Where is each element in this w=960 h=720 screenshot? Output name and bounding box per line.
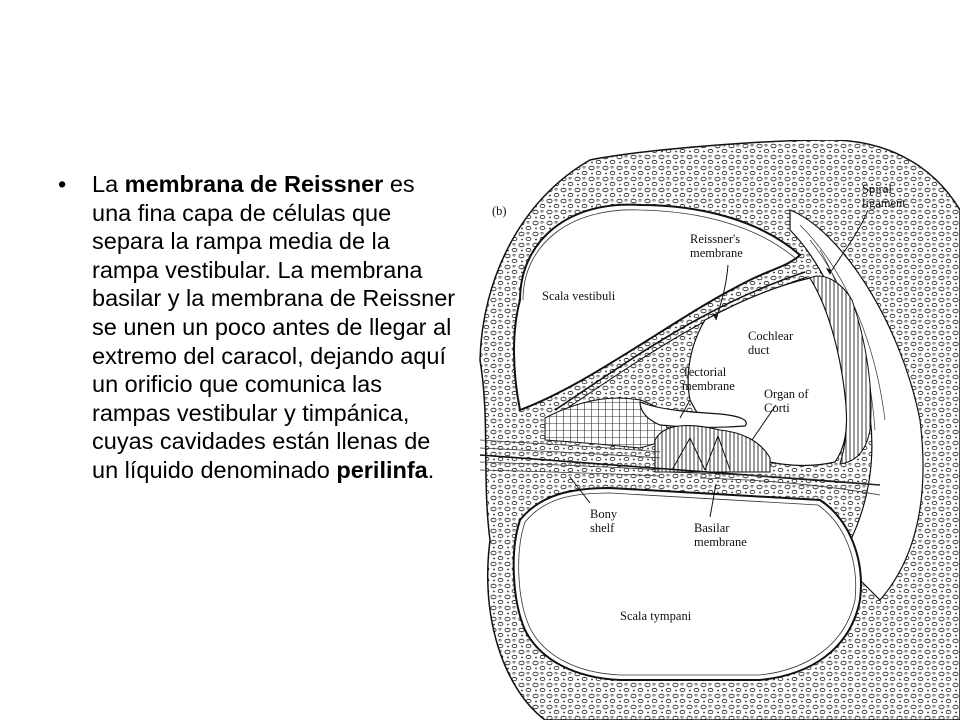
label-basilar-line2: membrane xyxy=(694,535,747,549)
organ-of-corti xyxy=(654,424,771,473)
label-bony-shelf-line1: Bony xyxy=(590,507,618,521)
label-spiral-ligament-line2: ligament xyxy=(862,196,906,210)
leader-bony-shelf xyxy=(569,476,591,504)
leader-spiral-ligament xyxy=(831,209,869,271)
bullet-paragraph: • La membrana de Reissner es una fina ca… xyxy=(58,170,458,485)
leader-basilar xyxy=(709,483,717,518)
label-reissners-line2: membrane xyxy=(690,246,743,260)
label-organ-line2: Corti xyxy=(764,401,790,415)
cochlea-diagram: (b) Spiral ligament Reissner's membrane … xyxy=(479,140,960,720)
bold-term-reissner: membrana de Reissner xyxy=(124,171,384,197)
scala-tympani xyxy=(512,486,862,681)
bold-term-perilinfa: perilinfa xyxy=(336,456,428,483)
bullet-point: • xyxy=(58,171,67,197)
panel-label: (b) xyxy=(492,204,507,218)
label-reissners-line1: Reissner's xyxy=(690,232,740,246)
text-segment-1: La xyxy=(92,171,125,197)
basilar-membrane xyxy=(479,454,881,486)
label-bony-shelf-line2: shelf xyxy=(590,521,615,535)
label-tectorial-line2: membrane xyxy=(682,379,735,393)
paragraph-text: La membrana de Reissner es una fina capa… xyxy=(92,170,458,485)
label-organ-line1: Organ of xyxy=(764,387,809,401)
bony-shelf-fibers xyxy=(479,439,881,496)
label-cochlear-line1: Cochlear xyxy=(748,329,794,343)
text-segment-2: es una fina capa de células que separa l… xyxy=(92,171,456,483)
label-spiral-ligament-line1: Spiral xyxy=(862,182,892,196)
cochlea-cross-section-figure: (b) Spiral ligament Reissner's membrane … xyxy=(462,140,960,720)
label-cochlear-line2: duct xyxy=(748,343,770,357)
text-segment-3: . xyxy=(427,456,435,483)
label-basilar-line1: Basilar xyxy=(694,521,730,535)
label-tectorial-line1: Tectorial xyxy=(682,365,727,379)
label-scala-tympani: Scala tympani xyxy=(620,609,692,623)
tectorial-membrane xyxy=(639,401,747,428)
stria-vascularis xyxy=(809,275,872,465)
leader-tectorial xyxy=(679,399,691,419)
leader-organ xyxy=(751,404,777,441)
reissners-membrane-line xyxy=(554,271,806,411)
scala-vestibuli xyxy=(513,203,802,412)
label-scala-vestibuli: Scala vestibuli xyxy=(542,289,616,303)
